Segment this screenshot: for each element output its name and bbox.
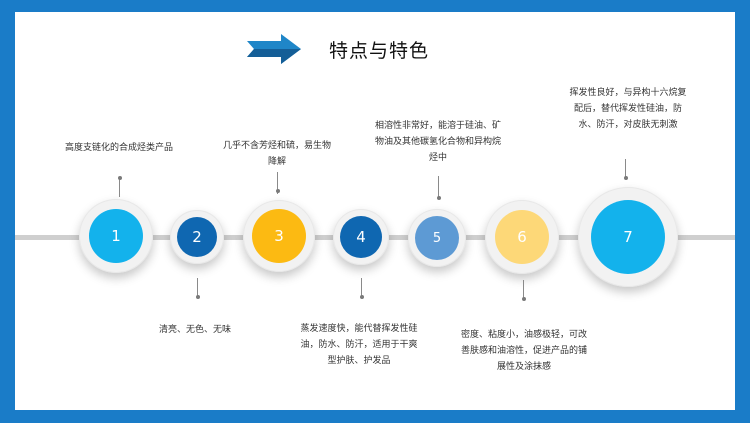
node-1-connector [119, 177, 120, 197]
page-title: 特点与特色 [329, 40, 430, 62]
timeline-node-6: 6 [485, 200, 559, 274]
node-6-connector [523, 280, 524, 300]
node-7-circle: 7 [591, 200, 665, 274]
node-1-text: 高度支链化的合成烃类产品 [64, 143, 173, 153]
node-6-number: 6 [517, 228, 527, 246]
timeline-node-2: 2 [170, 210, 224, 264]
node-3-dot [276, 189, 280, 193]
node-4-number: 4 [356, 228, 366, 246]
node-4-text: 蒸发速度快，能代替挥发性硅油，防水、防汗，适用于干爽型护肤、护发品 [300, 324, 418, 366]
node-4-circle: 4 [340, 216, 382, 258]
timeline-node-1: 1 [79, 199, 153, 273]
node-5-text: 相溶性非常好，能溶于硅油、矿物油及其他碳氢化合物和异构烷烃中 [374, 121, 501, 163]
timeline-node-4: 4 [333, 209, 389, 265]
node-5-connector [438, 176, 439, 198]
node-7-connector [625, 159, 626, 179]
node-2-connector [197, 278, 198, 298]
node-5-number: 5 [432, 230, 442, 246]
node-7-number: 7 [623, 228, 633, 246]
node-2-number: 2 [192, 228, 202, 246]
node-2-text: 清亮、无色、无味 [158, 325, 231, 335]
node-3-circle: 3 [252, 209, 306, 263]
node-7-dot [624, 176, 628, 180]
node-3-connector [277, 172, 278, 194]
timeline-node-5: 5 [408, 209, 466, 267]
node-2-circle: 2 [177, 217, 217, 257]
timeline-node-3: 3 [243, 200, 315, 272]
node-2-dot [196, 295, 200, 299]
node-6-text: 密度、粘度小，油感极轻，可改善肤感和油溶性，促进产品的铺展性及涂抹感 [461, 330, 588, 372]
node-4-connector [361, 278, 362, 298]
node-4-dot [360, 295, 364, 299]
slide: 特点与特色 1 高度支链化的合成烃类产品 2 清亮、无色、无味 3 几乎不含芳烃… [15, 12, 735, 410]
node-3-text: 几乎不含芳烃和硫，易生物降解 [222, 141, 331, 167]
node-1-dot [118, 176, 122, 180]
node-1-number: 1 [111, 227, 121, 245]
node-1-circle: 1 [89, 209, 143, 263]
timeline-node-7: 7 [578, 187, 678, 287]
node-6-circle: 6 [495, 210, 549, 264]
node-5-circle: 5 [415, 216, 459, 260]
node-5-dot [437, 196, 441, 200]
node-6-dot [522, 297, 526, 301]
arrow-right-icon [247, 34, 301, 64]
node-7-text: 挥发性良好，与异构十六烷复配后，替代挥发性硅油，防水、防汗，对皮肤无刺激 [569, 88, 687, 130]
node-3-number: 3 [274, 227, 284, 245]
